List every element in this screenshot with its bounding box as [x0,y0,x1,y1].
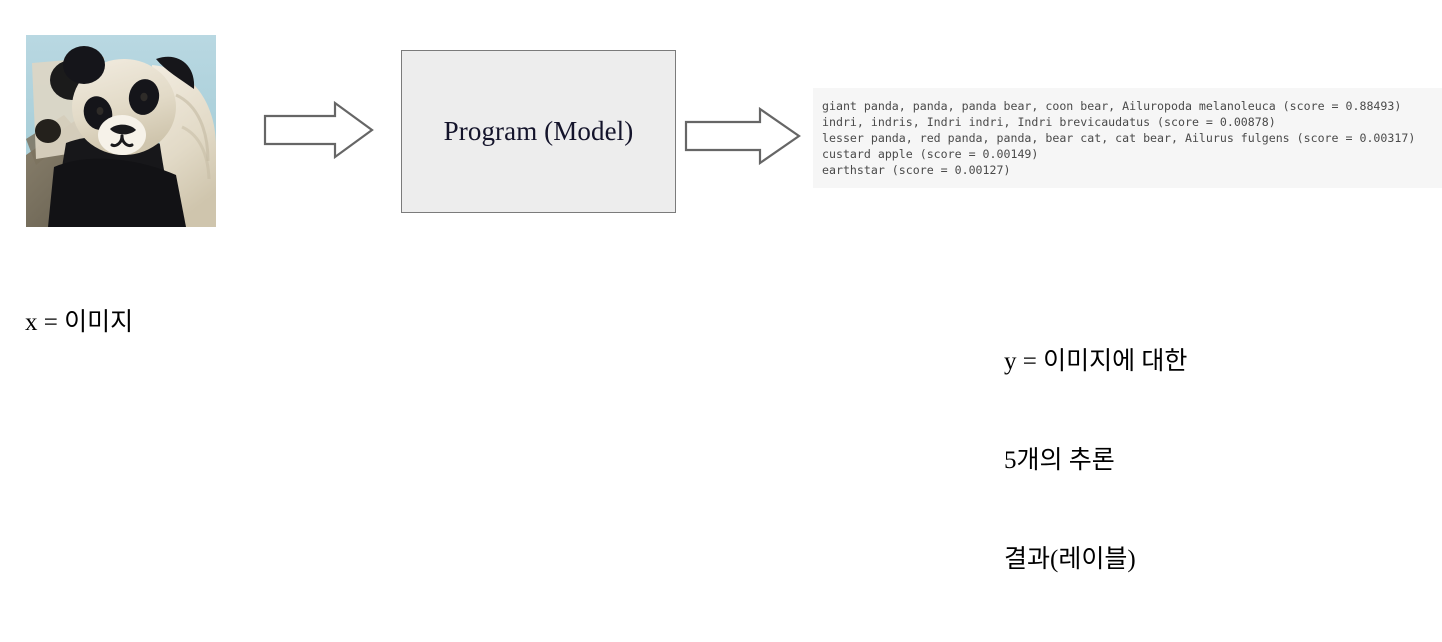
output-caption-line: 결과(레이블) [1004,546,1136,573]
prediction-line: giant panda, panda, panda bear, coon bea… [822,99,1402,113]
arrow-model-to-output [684,106,802,166]
output-predictions-panel: giant panda, panda, panda bear, coon bea… [813,88,1442,188]
output-caption: y = 이미지에 대한 5개의 추론 결과(레이블) [1004,279,1187,642]
panda-photo-illustration [26,35,216,227]
input-caption: x = 이미지 [25,309,134,336]
prediction-line: custard apple (score = 0.00149) [822,147,1039,161]
diagram-canvas: Program (Model) giant panda, panda, pand… [25,35,1442,573]
output-caption-line: 5개의 추론 [1004,447,1115,474]
model-box-label: Program (Model) [443,115,634,146]
prediction-line: indri, indris, Indri indri, Indri brevic… [822,115,1276,129]
right-arrow-icon [684,106,801,166]
right-arrow-icon [263,100,374,160]
output-caption-line: y = 이미지에 대한 [1004,348,1188,375]
model-box[interactable]: Program (Model) [401,50,676,213]
prediction-line: lesser panda, red panda, panda, bear cat… [822,131,1416,145]
prediction-line: earthstar (score = 0.00127) [822,163,1011,177]
input-image-panda [26,35,216,227]
arrow-input-to-model [263,100,375,160]
